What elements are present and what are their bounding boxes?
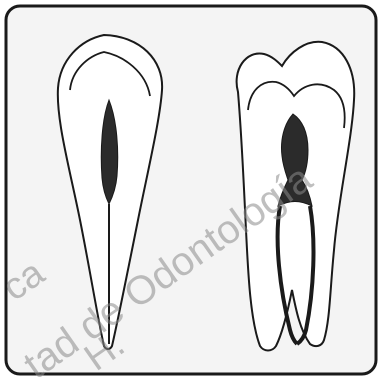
dental-figure: ca tad de Odontología H. <box>0 0 383 381</box>
figure-canvas: ca tad de Odontología H. <box>0 0 383 381</box>
